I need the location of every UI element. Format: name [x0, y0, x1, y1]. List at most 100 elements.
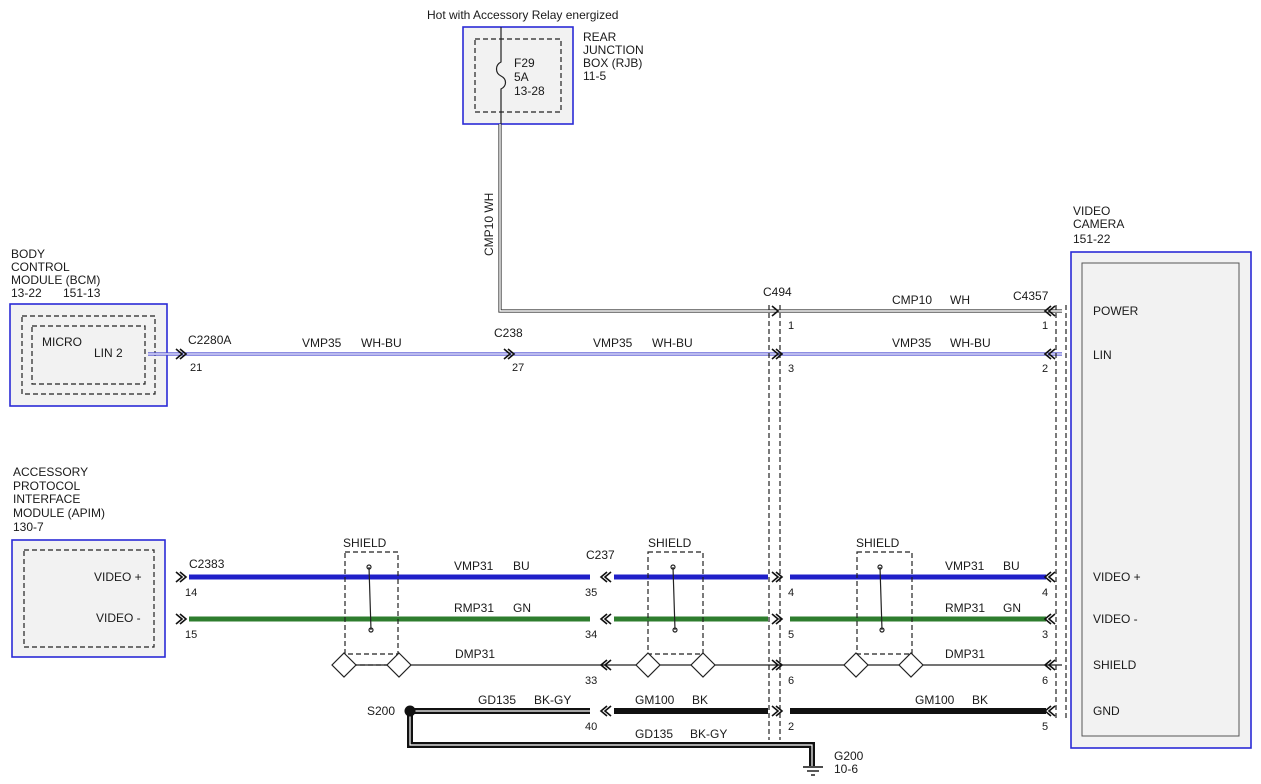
pin-c4357-4: 4: [1042, 587, 1048, 599]
pin-c494-1: 1: [788, 320, 794, 332]
rjb-title-4: 11-5: [583, 69, 606, 83]
bcm-ref-2: 151-13: [63, 286, 101, 300]
rjb-title-1: REAR: [583, 30, 617, 44]
pin-c494-3: 3: [788, 363, 794, 375]
wire-label-vmp35-1: VMP35: [302, 336, 342, 350]
wire-label-vmp35-3: VMP35: [892, 336, 932, 350]
camera-pin-shield: SHIELD: [1093, 658, 1137, 672]
connector-c238: C238: [494, 326, 523, 340]
pin-c237-34: 34: [585, 629, 597, 641]
wire-label-gd135-1-color: BK-GY: [534, 693, 571, 707]
camera-title-3: 151-22: [1073, 232, 1111, 246]
shield-diamonds: [331, 652, 924, 678]
pin-c4357-5: 5: [1042, 721, 1048, 733]
wire-label-gm100-1-color: BK: [692, 693, 708, 707]
camera-title-2: CAMERA: [1073, 217, 1124, 231]
wire-label-gd135-1: GD135: [478, 693, 516, 707]
fuse-name: F29: [514, 56, 535, 70]
twist-marker-2: [670, 564, 678, 633]
pin-c4357-3: 3: [1042, 629, 1048, 641]
apim-inner-dash: [23, 549, 155, 648]
shield-box-3: [856, 551, 913, 655]
wire-label-vmp35-2: VMP35: [593, 336, 633, 350]
apim-title-2: PROTOCOL: [13, 479, 80, 493]
camera-pin-power: POWER: [1093, 304, 1139, 318]
bcm-title-1: BODY: [11, 247, 45, 261]
pin-c237-40: 40: [585, 721, 597, 733]
wire-label-rmp31-2-color: GN: [1003, 601, 1021, 615]
apim-title-3: INTERFACE: [13, 492, 80, 506]
bcm-box: [9, 303, 168, 407]
pin-c2280a-21: 21: [190, 362, 202, 374]
pin-c4357-2: 2: [1042, 363, 1048, 375]
bcm-pin-lin2: LIN 2: [94, 346, 123, 360]
apim-title-5: 130-7: [13, 520, 44, 534]
camera-pin-video-minus: VIDEO -: [1093, 612, 1138, 626]
wire-label-gm100-1: GM100: [635, 693, 675, 707]
wire-label-gd135-2-color: BK-GY: [690, 727, 727, 741]
fuse-icon: [495, 27, 507, 124]
wire-label-cmp10-color: WH: [950, 293, 970, 307]
connector-c2280a: C2280A: [188, 333, 231, 347]
bcm-module: BODY CONTROL MODULE (BCM) 13-22 151-13 M…: [9, 247, 168, 407]
bcm-micro-dash: [31, 325, 146, 385]
pin-c238-27: 27: [512, 362, 524, 374]
apim-module: ACCESSORY PROTOCOL INTERFACE MODULE (API…: [11, 465, 166, 658]
wire-label-rmp31-2: RMP31: [945, 601, 985, 615]
shield-label-1: SHIELD: [343, 536, 387, 550]
splice-s200-dot: [404, 705, 416, 717]
fuse-ref: 13-28: [514, 84, 545, 98]
pin-c2383-15: 15: [185, 629, 197, 641]
wire-label-rmp31-1: RMP31: [454, 601, 494, 615]
apim-pin-video-minus: VIDEO -: [96, 611, 141, 625]
rjb-box: [462, 26, 574, 125]
wire-label-vmp35-3-color: WH-BU: [950, 336, 991, 350]
fuse-rating: 5A: [514, 70, 529, 84]
wire-label-dmp31-1: DMP31: [455, 647, 495, 661]
wire-label-gm100-2: GM100: [915, 693, 955, 707]
wire-label-vmp31-1: VMP31: [454, 559, 494, 573]
bcm-micro-label: MICRO: [42, 335, 82, 349]
connector-c2383: C2383: [189, 557, 225, 571]
ground-name: G200: [834, 749, 864, 763]
wire-label-vmp31-2-color: BU: [1003, 559, 1020, 573]
wire-label-dmp31-2: DMP31: [945, 647, 985, 661]
wire-label-rmp31-1-color: GN: [513, 601, 531, 615]
pin-c494-5: 5: [788, 629, 794, 641]
rjb-inner-box: [474, 38, 562, 113]
apim-box: [11, 539, 166, 658]
pin-c494-6: 6: [788, 675, 794, 687]
wire-label-vmp35-1-color: WH-BU: [361, 336, 402, 350]
splice-s200-label: S200: [367, 704, 395, 718]
apim-pin-video-plus: VIDEO +: [94, 570, 142, 584]
rjb-header: Hot with Accessory Relay energized: [427, 8, 618, 22]
apim-title-1: ACCESSORY: [13, 465, 88, 479]
bcm-title-2: CONTROL: [11, 260, 70, 274]
rjb-title-3: BOX (RJB): [583, 56, 642, 70]
pin-c4357-1: 1: [1042, 320, 1048, 332]
camera-pin-video-plus: VIDEO +: [1093, 570, 1141, 584]
bcm-title-3: MODULE (BCM): [11, 273, 100, 287]
camera-inner-box: [1081, 262, 1240, 737]
camera-pin-gnd: GND: [1093, 704, 1120, 718]
wire-label-gd135-2: GD135: [635, 727, 673, 741]
twist-marker-1: [366, 564, 374, 633]
connector-chevrons: [175, 305, 1056, 717]
pin-c494-2: 2: [788, 721, 794, 733]
wire-cmp10: [498, 124, 1062, 313]
shield-box-1: [344, 551, 399, 655]
connector-c237: C237: [586, 548, 615, 562]
wire-cmp10-vertical-label: CMP10 WH: [482, 193, 496, 256]
shield-label-2: SHIELD: [648, 536, 692, 550]
rjb-module: Hot with Accessory Relay energized REAR …: [427, 8, 644, 125]
camera-pin-lin: LIN: [1093, 348, 1112, 362]
wire-label-gm100-2-color: BK: [972, 693, 988, 707]
wire-gd135-seg2: [407, 711, 815, 766]
camera-module: VIDEO CAMERA 151-22 POWER LIN VIDEO + VI…: [1070, 204, 1252, 749]
wire-label-vmp31-2: VMP31: [945, 559, 985, 573]
pin-c237-33: 33: [585, 675, 597, 687]
ground-ref: 10-6: [834, 762, 858, 776]
rjb-title-2: JUNCTION: [583, 43, 644, 57]
wire-label-vmp35-2-color: WH-BU: [652, 336, 693, 350]
